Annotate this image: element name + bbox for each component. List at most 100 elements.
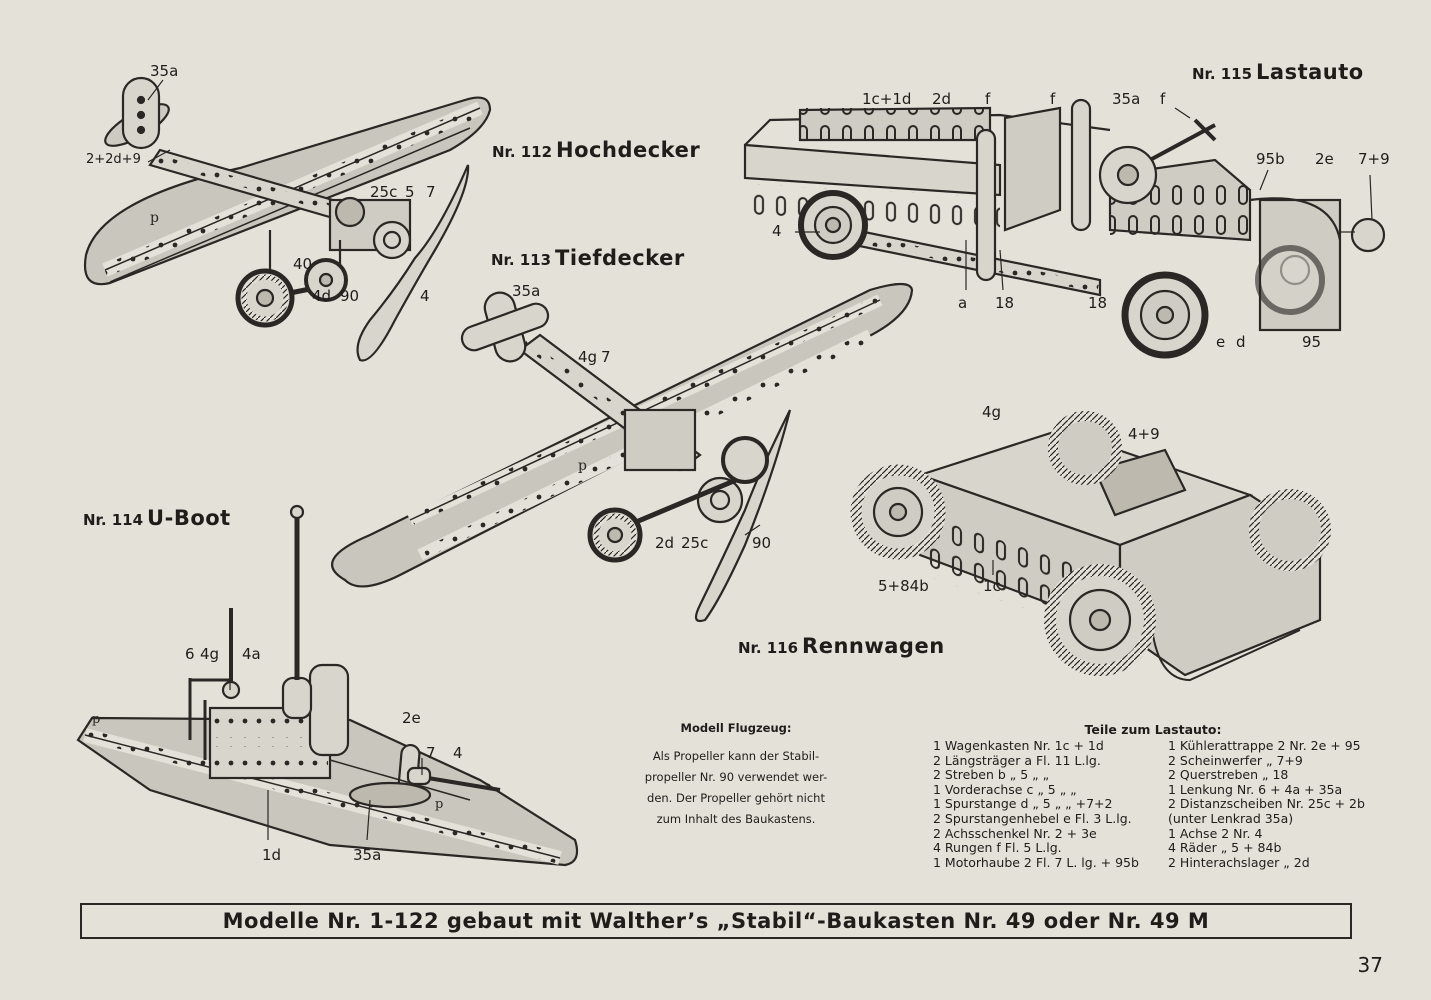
part-label: 95 (1302, 333, 1322, 351)
part-label: 2+2d+9 (86, 152, 141, 167)
part-label: 7+9 (1358, 150, 1390, 168)
part-label: 25c (370, 183, 398, 201)
model-name: U-Boot (147, 506, 231, 530)
part-label: 4d (312, 287, 332, 305)
parts-heading: Teile zum Lastauto: (1084, 722, 1222, 737)
part-label: 18 (1088, 294, 1108, 312)
parts-column-right: 1 Kühlerattrappe 2 Nr. 2e + 95 2 Scheinw… (1168, 738, 1373, 870)
part-label: 5 (405, 183, 415, 201)
part-label: 4g (982, 403, 1002, 421)
part-label: 2d (932, 90, 952, 108)
note-line: propeller Nr. 90 verwendet wer- (644, 770, 828, 784)
hochdecker-drawing: p (83, 76, 492, 362)
parts-row: 1 Wagenkasten Nr. 1c + 1d (933, 738, 1104, 753)
part-label: 4+9 (1128, 425, 1160, 443)
note-line: den. Der Propeller gehört nicht (647, 791, 825, 805)
part-label: f (1160, 90, 1166, 108)
svg-text:p: p (578, 458, 587, 474)
part-label: 4 (420, 287, 430, 305)
parts-row: 2 Längsträger a Fl. 11 L.lg. (933, 752, 1101, 768)
parts-row: 2 Spurstangenhebel e Fl. 3 L.lg. (933, 810, 1132, 826)
part-label: 7 (426, 744, 436, 762)
model-name: Hochdecker (556, 138, 701, 162)
parts-row: 1 Achse 2 Nr. 4 (1168, 825, 1263, 841)
part-label: 4a (242, 645, 261, 663)
note-heading: Modell Flugzeug: (680, 721, 792, 735)
part-label: 4g (200, 645, 220, 663)
uboot-drawing: p p (76, 504, 579, 867)
parts-row: 1 Kühlerattrappe 2 Nr. 2e + 95 (1168, 738, 1361, 753)
part-label: 35a (353, 846, 382, 864)
parts-row: 1 Vorderachse c „ 5 „ „ (933, 781, 1077, 797)
leader-lines (147, 79, 1373, 841)
part-label: 4 (453, 744, 463, 762)
part-label: 2e (1315, 150, 1334, 168)
parts-list: Teile zum Lastauto: 1 Wagenkasten Nr. 1c… (933, 722, 1373, 870)
part-label: 7 (426, 183, 436, 201)
page-number: 37 (1357, 953, 1383, 977)
model-number: Nr. 115 (1192, 65, 1253, 83)
part-label: 1d (262, 846, 282, 864)
part-label: 35a (1112, 90, 1141, 108)
part-label: 40 (293, 255, 313, 273)
parts-column-left: 1 Wagenkasten Nr. 1c + 1d 2 Längsträger … (933, 738, 1163, 870)
parts-row: 2 Hinterachslager „ 2d (1168, 854, 1310, 870)
part-label: 2d (655, 534, 675, 552)
part-label: 35a (150, 62, 179, 80)
part-label: 4 (772, 222, 782, 240)
model-name: Lastauto (1256, 60, 1364, 84)
part-label: 95b (1256, 150, 1285, 168)
part-label: 5+84b (878, 577, 929, 595)
footer-banner: Modelle Nr. 1-122 gebaut mit Walther’s „… (80, 903, 1352, 939)
parts-row: 2 Achsschenkel Nr. 2 + 3e (933, 825, 1097, 841)
parts-row: (unter Lenkrad 35a) (1168, 810, 1294, 826)
tiefdecker-drawing: p (331, 282, 914, 623)
note-line: Als Propeller kann der Stabil- (652, 749, 820, 763)
model-number: Nr. 116 (738, 639, 799, 657)
part-label: 1c (983, 577, 1001, 595)
part-label: 90 (752, 534, 772, 552)
model-number: Nr. 113 (491, 251, 552, 269)
part-label: 1c+1d (862, 90, 912, 108)
parts-row: 2 Scheinwerfer „ 7+9 (1168, 752, 1303, 768)
part-label: 4g (578, 348, 598, 366)
parts-row: 4 Räder „ 5 + 84b (1168, 840, 1282, 856)
note-line: zum Inhalt des Baukastens. (656, 812, 816, 826)
parts-row: 2 Querstreben „ 18 (1168, 767, 1289, 783)
parts-row: 2 Streben b „ 5 „ „ (933, 767, 1050, 783)
svg-text:p: p (150, 210, 159, 226)
lastauto-drawing (743, 98, 1386, 359)
parts-row: 1 Spurstange d „ 5 „ „ +7+2 (933, 796, 1113, 812)
part-label: 7 (601, 348, 611, 366)
part-label: f (985, 90, 991, 108)
svg-text:p: p (92, 712, 100, 727)
parts-row: 1 Motorhaube 2 Fl. 7 L. lg. + 95b (933, 854, 1139, 870)
parts-row: 2 Distanzscheiben Nr. 25c + 2b (1168, 796, 1365, 812)
rennwagen-drawing (850, 411, 1331, 682)
part-label: 90 (340, 287, 360, 305)
part-label: d (1236, 333, 1246, 351)
part-label: 18 (995, 294, 1015, 312)
part-label: a (958, 294, 968, 312)
model-name: Rennwagen (802, 634, 945, 658)
part-label: f (1050, 90, 1056, 108)
model-name: Tiefdecker (555, 246, 685, 270)
part-label: 35a (512, 282, 541, 300)
part-label: 25c (681, 534, 709, 552)
part-label: 6 (185, 645, 195, 663)
svg-text:p: p (435, 797, 443, 812)
model-number: Nr. 114 (83, 511, 144, 529)
model-number: Nr. 112 (492, 143, 553, 161)
parts-row: 1 Lenkung Nr. 6 + 4a + 35a (1168, 781, 1343, 797)
parts-row: 4 Rungen f Fl. 5 L.lg. (933, 840, 1062, 856)
propeller-note: Modell Flugzeug: Als Propeller kann der … (626, 718, 846, 830)
part-label: e (1216, 333, 1226, 351)
part-label: 2e (402, 709, 421, 727)
